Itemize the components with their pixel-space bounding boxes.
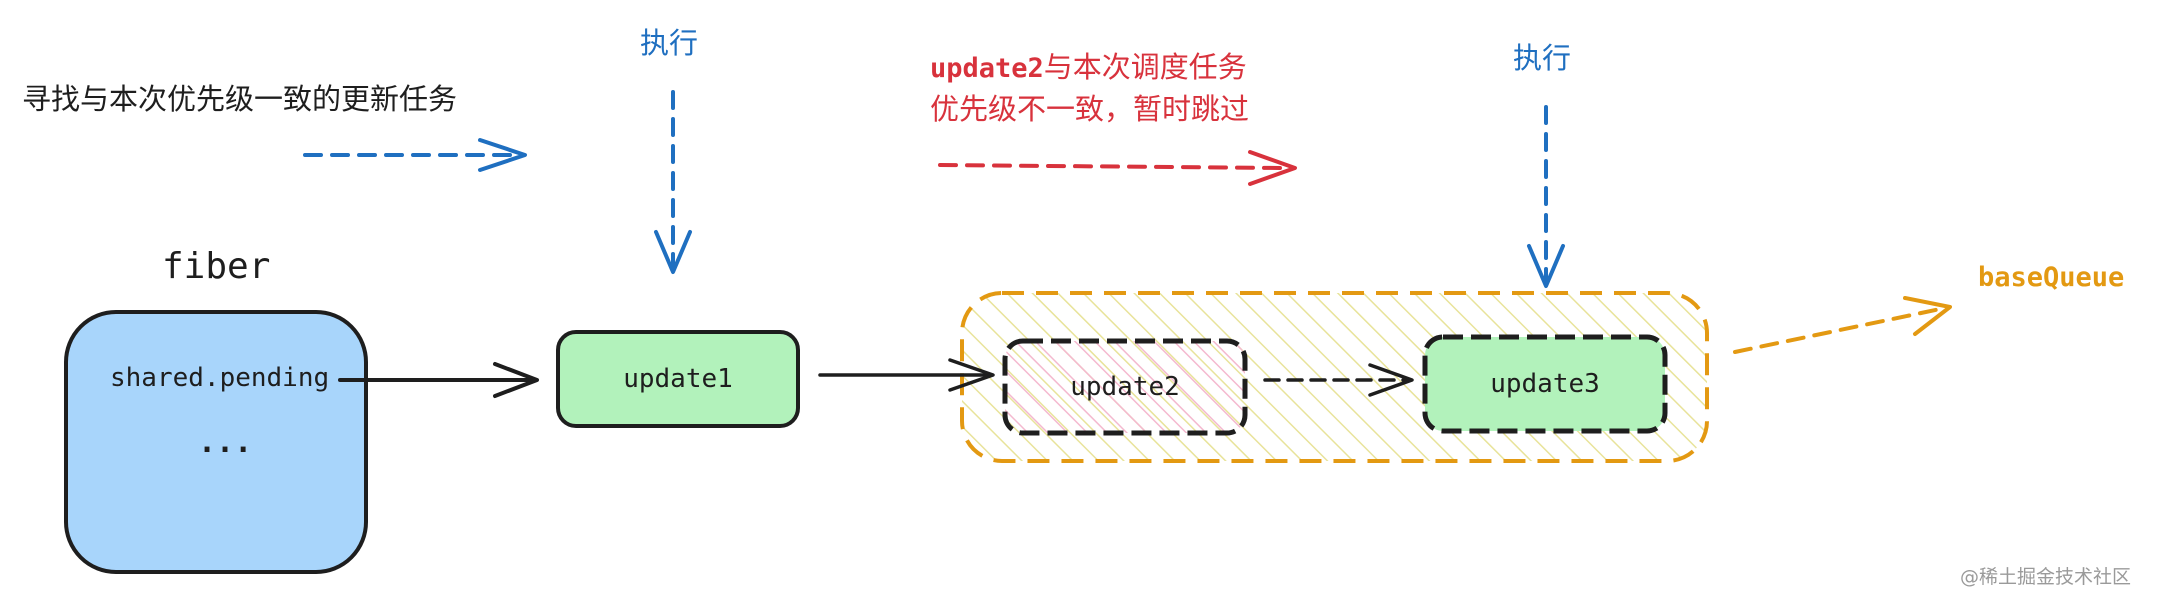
base-queue-arrow-icon	[1733, 296, 1952, 354]
search-arrow-icon	[303, 138, 527, 172]
exec-right-label: 执行	[1513, 41, 1572, 75]
skip-label-rest: 与本次调度任务	[1043, 50, 1247, 84]
update3-label: update3	[1490, 369, 1600, 399]
exec-left-label: 执行	[640, 26, 699, 60]
update1-box	[556, 330, 800, 428]
skip-arrow-icon	[938, 150, 1297, 186]
skip-label-line2: 优先级不一致，暂时跳过	[930, 92, 1250, 126]
exec-left-arrow-down-icon	[654, 90, 692, 274]
update2-box	[1002, 338, 1248, 436]
fiber-more-fields: ...	[198, 425, 253, 460]
skip-label-line1: update2与本次调度任务	[930, 44, 1247, 86]
fiber-box	[64, 310, 368, 574]
update3-box	[1422, 334, 1668, 434]
update1-label: update1	[623, 364, 733, 394]
update2-to-update3-arrow-icon	[1263, 363, 1414, 397]
find-task-label: 寻找与本次优先级一致的更新任务	[22, 82, 458, 116]
watermark: @稀土掘金技术社区	[1960, 566, 2132, 588]
fiber-title: fiber	[162, 246, 271, 287]
base-queue-label: baseQueue	[1978, 262, 2125, 293]
exec-right-arrow-down-icon	[1527, 105, 1565, 288]
skip-label-code: update2	[930, 53, 1044, 84]
fiber-to-update1-arrow-icon	[338, 362, 539, 398]
update1-to-update2-arrow-icon	[818, 358, 995, 392]
update2-label: update2	[1070, 372, 1180, 402]
fiber-shared-pending-field: shared.pending	[110, 363, 330, 393]
